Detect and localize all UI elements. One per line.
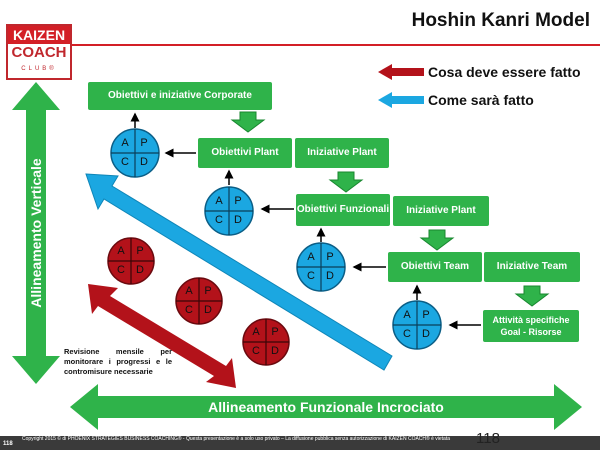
- pdca-letter-a: A: [121, 137, 129, 149]
- page-title: Hoshin Kanri Model: [411, 10, 590, 31]
- pdca-letter-d: D: [140, 156, 148, 168]
- pdca-letter-c: C: [117, 264, 125, 276]
- legend-how-label: Come sarà fatto: [428, 92, 534, 108]
- pdca-letter-p: P: [422, 309, 430, 321]
- pdca-circle: [204, 186, 254, 236]
- kaizen-coach-logo: KAIZEN COACH CLUB®: [6, 24, 72, 80]
- logo-line1: KAIZEN: [8, 26, 70, 44]
- page-number-small: 118: [3, 441, 13, 447]
- footer-copyright: Copyright 2015 © di PHOENIX STRATEGIES B…: [22, 436, 451, 442]
- pdca-letter-d: D: [204, 304, 212, 316]
- pdca-letter-c: C: [121, 156, 129, 168]
- pdca-letter-d: D: [234, 214, 242, 226]
- legend-what-label: Cosa deve essere fatto: [428, 64, 581, 80]
- pdca-letter-a: A: [252, 326, 260, 338]
- pdca-circle-red: [107, 237, 155, 285]
- box-iniziative-plant: Iniziative Plant: [295, 138, 389, 168]
- blue-diagonal-arrow: [85, 173, 393, 371]
- pdca-letter-p: P: [271, 326, 279, 338]
- pdca-letter-a: A: [403, 309, 411, 321]
- green-down-arrow: [230, 111, 266, 133]
- pdca-letter-p: P: [136, 245, 144, 257]
- red-diagonal-arrow: [88, 284, 236, 388]
- logo-line2: COACH: [11, 44, 67, 61]
- box-obiettivi-funzionali: Obiettivi Funzionali: [296, 194, 390, 226]
- page-number: 118: [476, 430, 500, 447]
- pdca-letter-p: P: [234, 195, 242, 207]
- pdca-circle: [296, 242, 346, 292]
- pdca-letter-a: A: [117, 245, 125, 257]
- pdca-letter-p: P: [140, 137, 148, 149]
- pdca-circle: [392, 300, 442, 350]
- pdca-circle-red: [175, 277, 223, 325]
- review-note: Revisione mensile per monitorare i progr…: [64, 347, 172, 376]
- green-down-arrow: [419, 229, 455, 251]
- box-attivita-specifiche: Attività specifiche Goal - Risorse: [483, 310, 579, 342]
- box-corporate: Obiettivi e iniziative Corporate: [88, 82, 272, 110]
- pdca-letter-a: A: [307, 251, 315, 263]
- legend-red-arrow: [378, 64, 424, 80]
- pdca-letter-c: C: [185, 304, 193, 316]
- pdca-letter-c: C: [252, 345, 260, 357]
- vertical-alignment-arrow: [12, 82, 60, 384]
- box-iniziative-team: Iniziative Team: [484, 252, 580, 282]
- pdca-letter-c: C: [307, 270, 315, 282]
- green-down-arrow: [514, 285, 550, 307]
- box-obiettivi-plant: Obiettivi Plant: [198, 138, 292, 168]
- pdca-letter-c: C: [403, 328, 411, 340]
- pdca-circle-red: [242, 318, 290, 366]
- pdca-letter-c: C: [215, 214, 223, 226]
- logo-line3: CLUB®: [21, 66, 57, 72]
- box-iniziative-plant-2: Iniziative Plant: [393, 196, 489, 226]
- green-down-arrow: [328, 171, 364, 193]
- pdca-letter-p: P: [204, 285, 212, 297]
- vertical-alignment-label: Allineamento Verticale: [28, 158, 44, 308]
- horizontal-alignment-arrow: [70, 384, 582, 430]
- pdca-letter-p: P: [326, 251, 334, 263]
- pdca-letter-d: D: [136, 264, 144, 276]
- footer-bar: [0, 436, 600, 450]
- pdca-letter-d: D: [326, 270, 334, 282]
- pdca-letter-d: D: [271, 345, 279, 357]
- box-obiettivi-team: Obiettivi Team: [388, 252, 482, 282]
- pdca-circle: [110, 128, 160, 178]
- header-divider: [72, 44, 600, 46]
- pdca-letter-a: A: [215, 195, 223, 207]
- pdca-letter-a: A: [185, 285, 193, 297]
- legend-blue-arrow: [378, 92, 424, 108]
- horizontal-alignment-label: Allineamento Funzionale Incrociato: [208, 399, 444, 415]
- pdca-letter-d: D: [422, 328, 430, 340]
